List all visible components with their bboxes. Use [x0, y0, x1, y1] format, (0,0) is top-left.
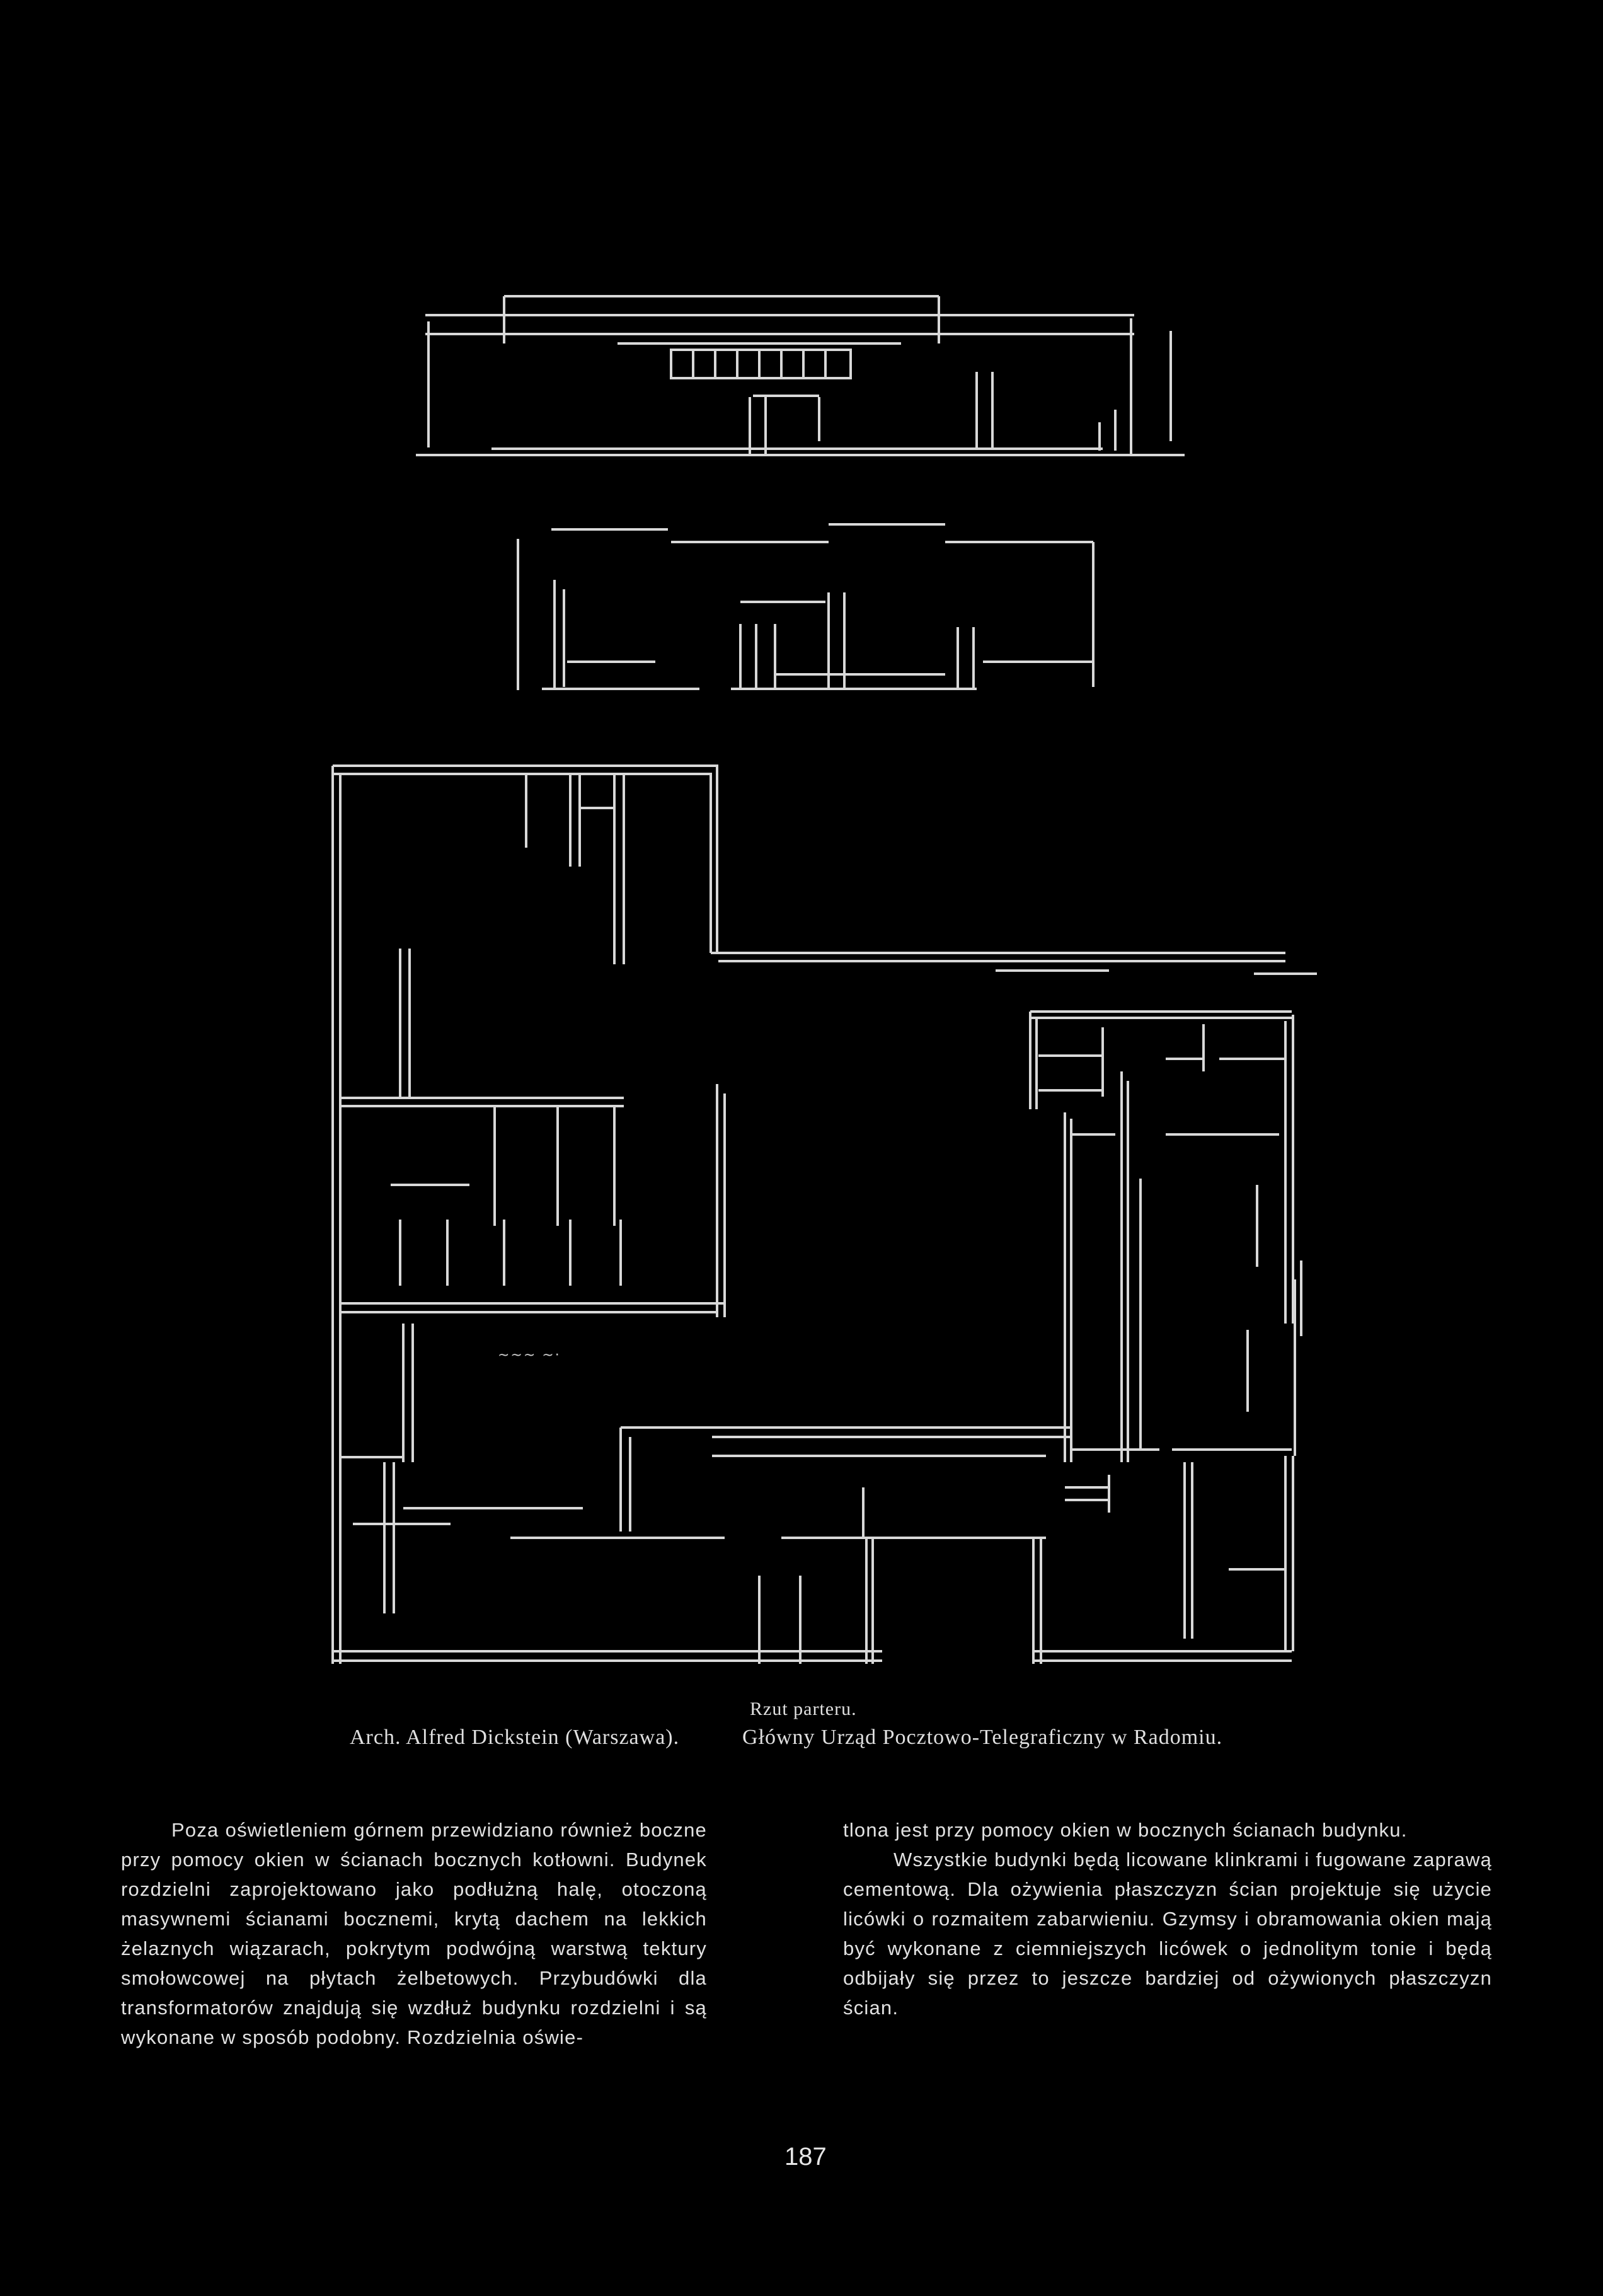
plan-caption: Rzut parteru.	[750, 1699, 857, 1719]
page-number: 187	[784, 2143, 827, 2171]
floor-plan	[331, 764, 1317, 1664]
text-column-right: tlona jest przy pomocy okien w bocznych …	[843, 1815, 1492, 2022]
elevation-side	[517, 523, 1095, 690]
paragraph: Poza oświetleniem górnem przewidziano ró…	[121, 1819, 707, 2048]
architect-credit: Arch. Alfred Dickstein (Warszawa).	[350, 1726, 680, 1749]
elevation-front	[416, 295, 1185, 456]
building-title: Główny Urząd Pocztowo-Telegraficzny w Ra…	[742, 1726, 1223, 1749]
paragraph: tlona jest przy pomocy okien w bocznych …	[843, 1819, 1408, 1841]
paragraph: Wszystkie budynki będą licowane klinkram…	[843, 1849, 1492, 2019]
plan-handwritten-mark: ~~~ ~·	[498, 1347, 561, 1363]
text-column-left: Poza oświetleniem górnem przewidziano ró…	[121, 1815, 707, 2052]
